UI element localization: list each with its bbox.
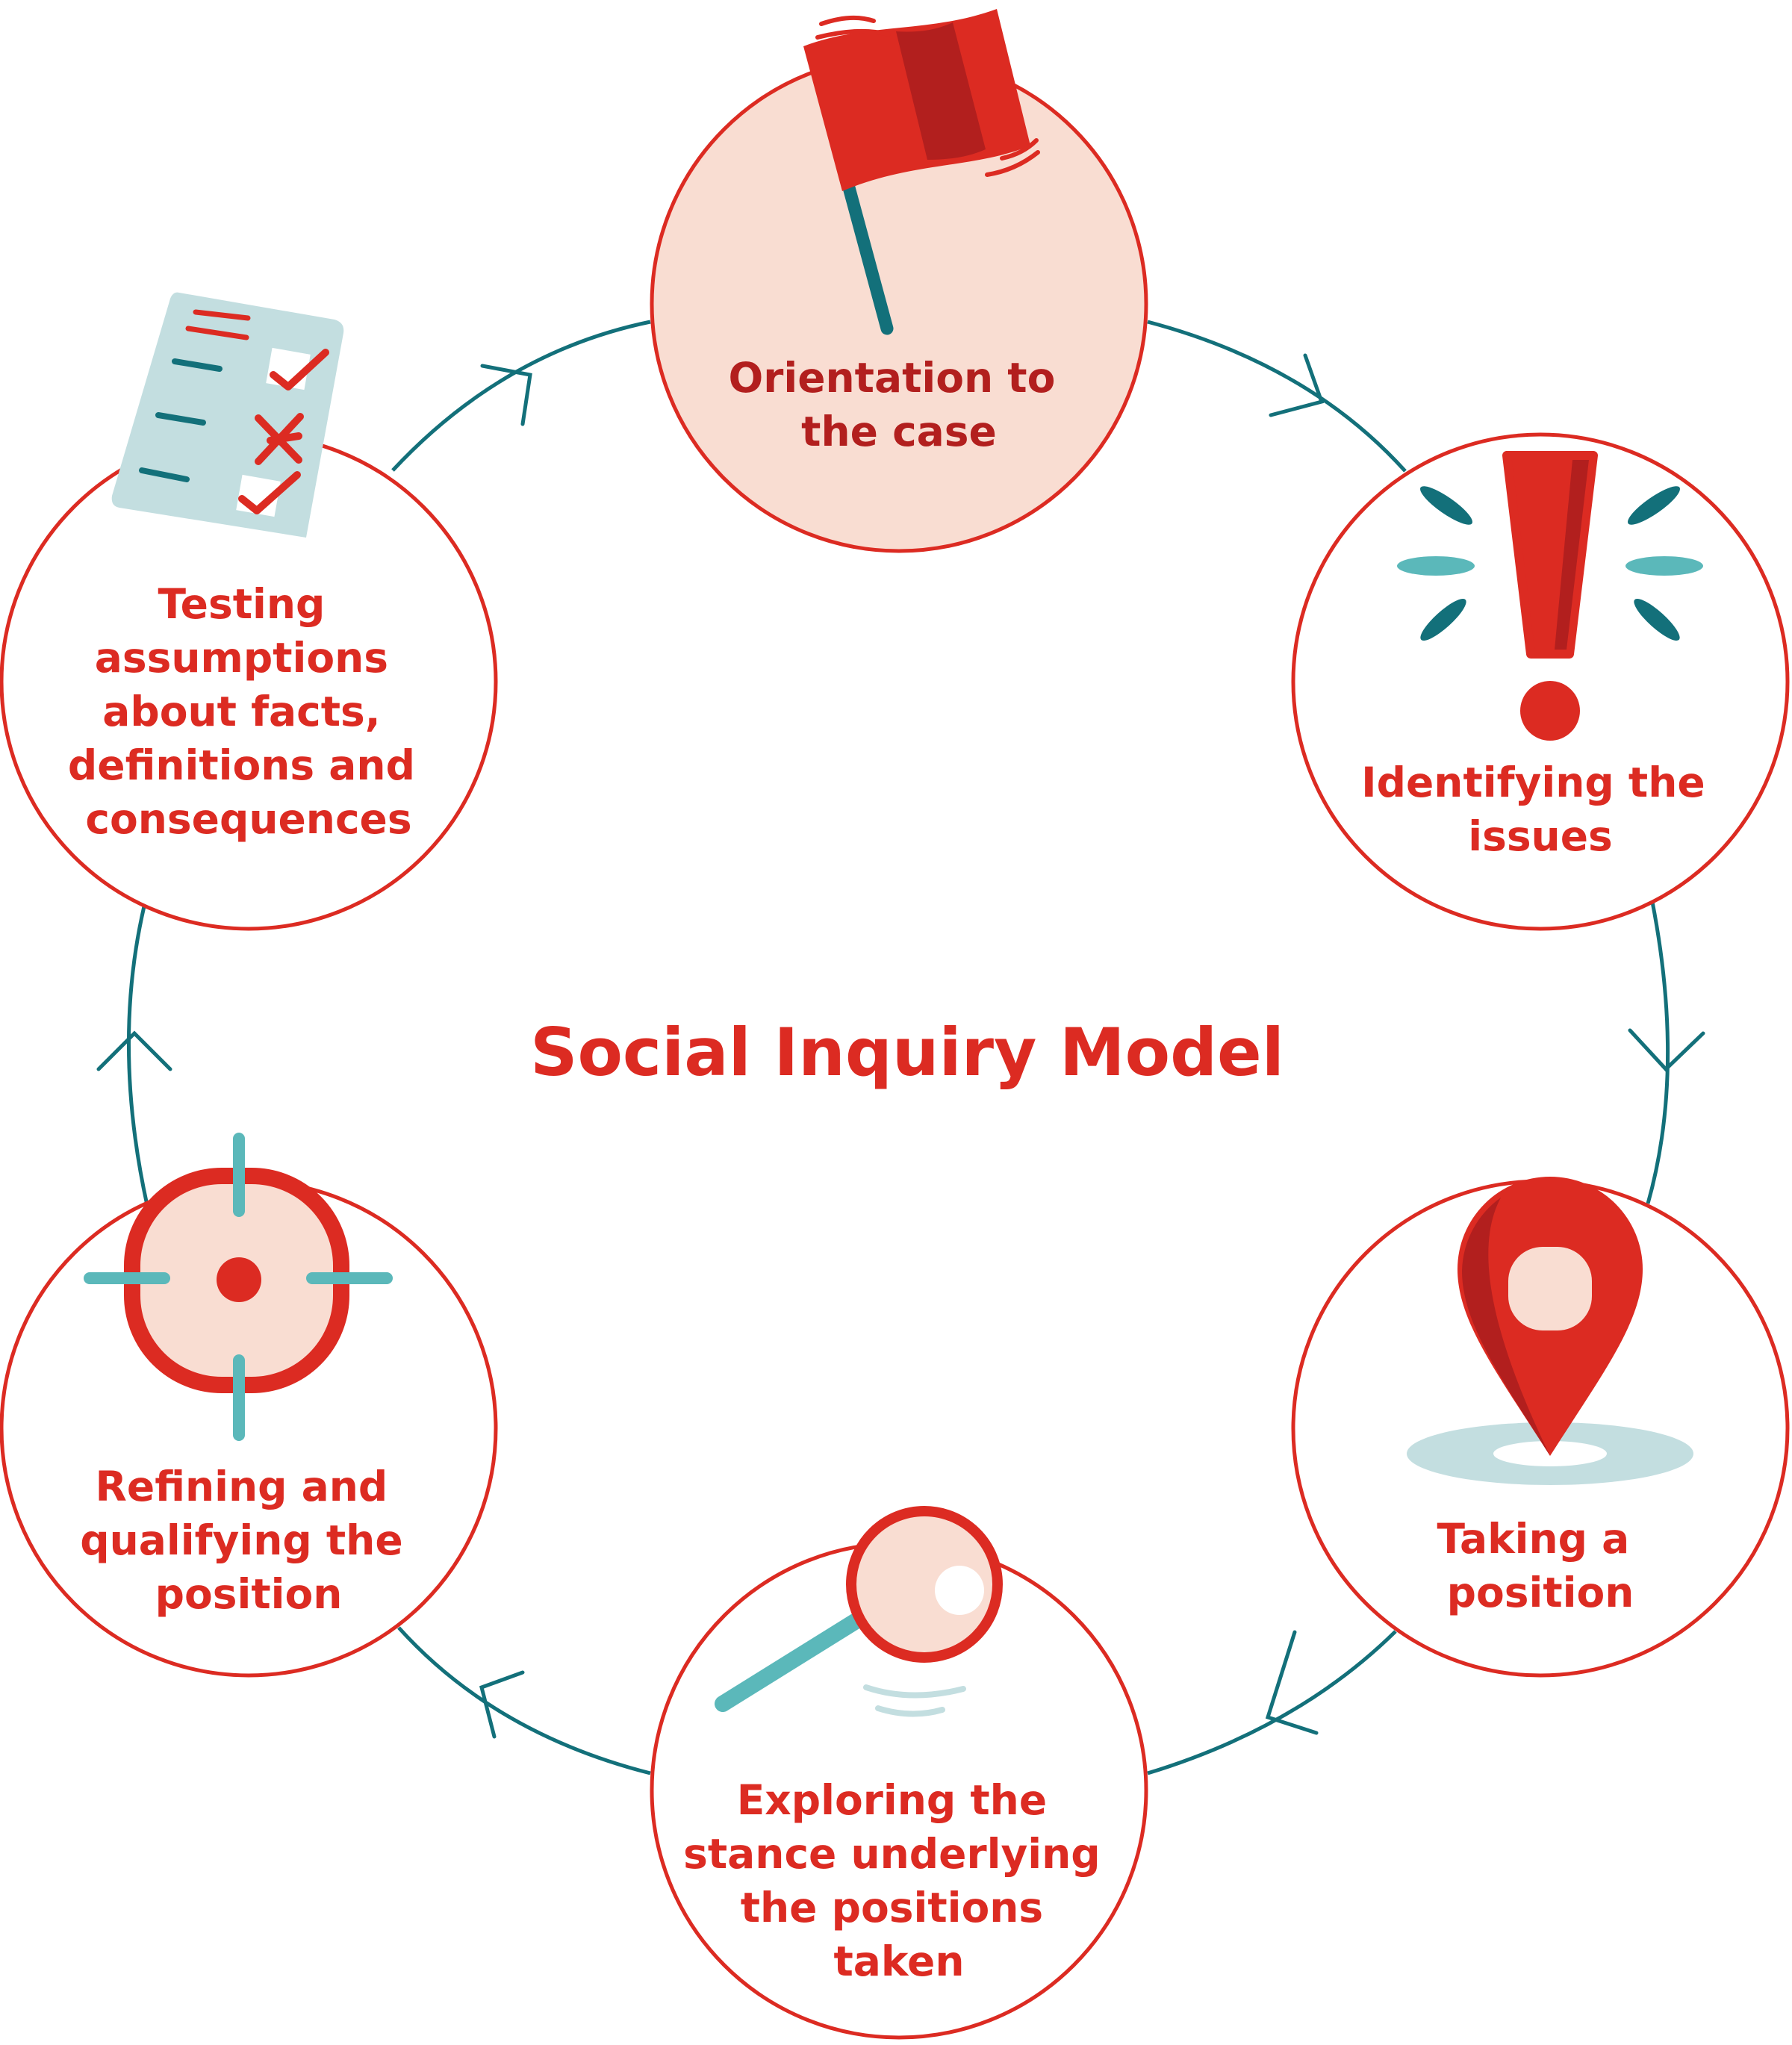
stage-label-line: assumptions [95,634,388,682]
stage-label-line: Refining and [96,1463,388,1510]
connector-position-to-stance [1147,1630,1397,1775]
exclamation-burst-light [1397,556,1703,576]
flag-icon [803,9,1040,335]
stage-label-orientation: Orientation to the case [728,354,1069,455]
connector-orientation-to-issues [1147,320,1407,473]
target-icon [84,1133,393,1441]
stage-label-position: Taking a position [1437,1515,1644,1616]
stage-label-line: definitions and [68,741,415,789]
checklist-check-2 [238,471,301,514]
target-center [217,1257,261,1302]
stage-label-line: Orientation to [728,354,1055,402]
checklist-item-lines [139,358,223,482]
connector-issues-to-position [1646,901,1670,1204]
map-pin-icon [1407,1177,1693,1485]
magnifier-glare [935,1566,984,1615]
stage-label-line: issues [1468,812,1613,860]
stage-label-testing: Testing assumptions about facts, definit… [68,580,429,843]
pin-shade [1462,1198,1550,1456]
arrowhead-position-to-stance [1265,1630,1319,1735]
stage-label-line: the case [801,408,997,455]
exclamation-burst [1420,486,1680,641]
checklist-icon [111,292,344,538]
stage-label-line: stance underlying [683,1830,1101,1878]
magnifier-lens [846,1506,1003,1663]
connector-refining-to-testing [126,906,149,1206]
connector-testing-to-orientation [391,320,651,472]
stage-label-line: position [1447,1569,1634,1616]
arrowhead-testing-to-orientation [480,364,532,426]
stage-label-issues: Identifying the issues [1361,759,1720,860]
magnifying-glass-icon [715,1506,1003,1717]
checklist-paper [111,292,344,538]
exclamation-icon [1397,451,1703,741]
magnifier-wave-lines [863,1684,966,1717]
diagram-title: Social Inquiry Model [530,1014,1284,1091]
stage-label-line: about facts, [102,688,380,735]
arrowhead-orientation-to-issues [1269,353,1325,417]
stage-label-line: Taking a [1437,1515,1630,1563]
exclamation-bar-shade [1555,460,1589,650]
stage-label-line: qualifying the [80,1516,402,1564]
stage-label-refining: Refining and qualifying the position [80,1463,417,1618]
checklist-header-lines [185,309,251,340]
arrowhead-issues-to-position [1628,1028,1705,1072]
flag-motion-lines [815,15,1040,177]
stage-label-line: the positions [741,1884,1043,1932]
stage-label-line: taken [834,1937,965,1985]
stage-label-line: Identifying the [1361,759,1705,806]
stage-label-stance: Exploring the stance underlying the posi… [683,1776,1115,1985]
stage-label-line: consequences [85,795,411,843]
arrowhead-refining-to-testing [96,1030,172,1071]
checklist-check-1 [270,349,329,390]
arrowhead-stance-to-refining [479,1670,525,1739]
cycle-connectors [126,320,1670,1775]
stage-label-line: Testing [158,580,325,628]
pin-hole [1508,1247,1592,1330]
exclamation-dot [1520,681,1580,741]
flag-fold [896,22,986,160]
stage-label-line: Exploring the [737,1776,1047,1824]
target-crosshairs [84,1133,393,1441]
checklist-cross [255,413,304,465]
connector-stance-to-refining [397,1626,651,1775]
stage-label-line: position [155,1570,343,1618]
cycle-arrowheads [96,353,1705,1739]
magnifier-handle [715,1612,865,1712]
